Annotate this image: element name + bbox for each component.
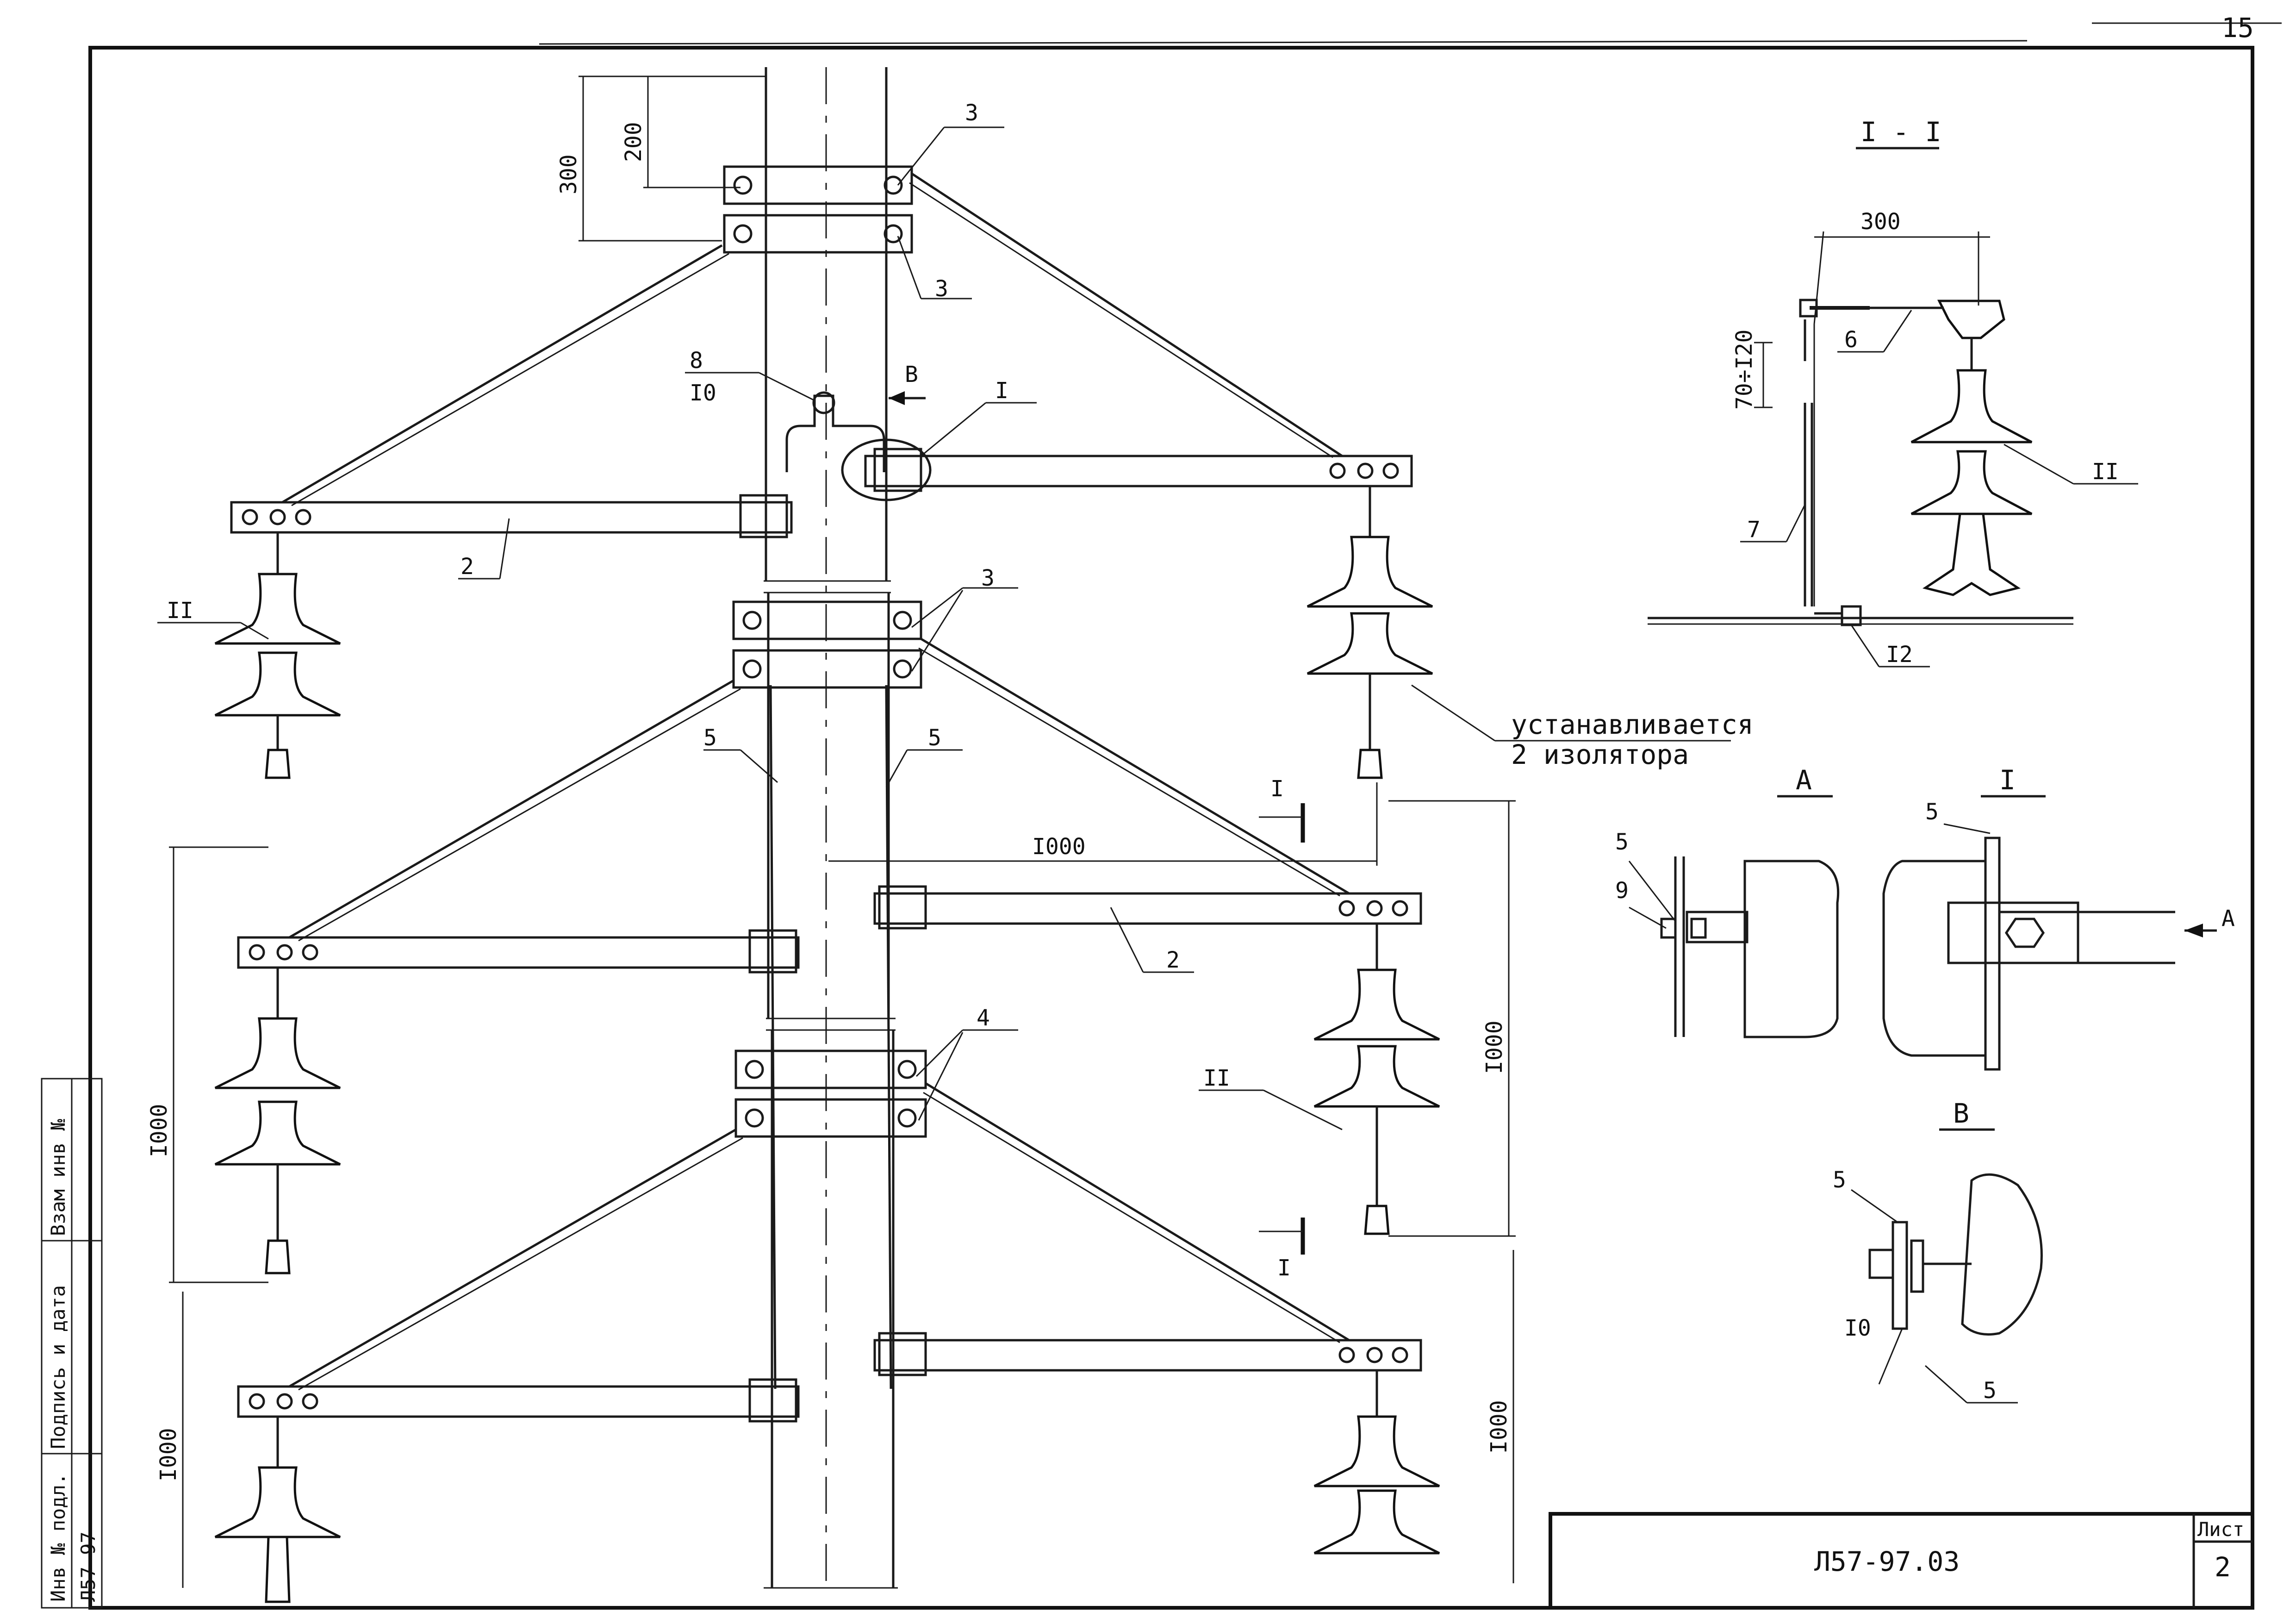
- section-callout-6: 6: [1844, 327, 1858, 353]
- sheet-frame: [88, 22, 2282, 1610]
- stamp-inv-no-value: Л57-97: [77, 1531, 100, 1602]
- section-dim-300: 300: [1860, 209, 1901, 235]
- dim-1000-left-b: I000: [156, 1428, 181, 1481]
- dimension-lines: [169, 75, 1516, 1588]
- callout-3-middle: 3: [981, 565, 995, 591]
- stamp-sign-date-label: Подпись и дата: [47, 1285, 69, 1449]
- callout-8: 8: [690, 348, 703, 374]
- stamp-inv-no-label: Инв № подл.: [47, 1473, 69, 1602]
- dim-1000-left-a: I000: [146, 1104, 172, 1157]
- callout-2-middle: 2: [1166, 947, 1180, 973]
- view-B-callout-5-top: 5: [1833, 1167, 1846, 1193]
- dim-1000-right-a: I000: [1481, 1020, 1507, 1074]
- crossarms: [230, 448, 1422, 1423]
- insulator-strings: [214, 486, 1440, 1603]
- section-dim-70-120: 70÷I20: [1731, 330, 1757, 410]
- section-mark-I-bottom: I: [1277, 1255, 1291, 1281]
- node-I-detail: [1882, 795, 2217, 1071]
- insulator-left-middle: [214, 968, 341, 1274]
- designation: Л57-97.03: [1814, 1546, 1960, 1577]
- callout-4: 4: [977, 1005, 990, 1031]
- insulator-II-right: II: [1203, 1065, 1230, 1091]
- dim-1000-right-b: I000: [1486, 1400, 1512, 1454]
- insulator-II-left: II: [167, 598, 193, 624]
- page-number: 15: [2221, 12, 2254, 44]
- section-callout-7: 7: [1747, 517, 1761, 543]
- view-B-callout-5-bottom: 5: [1983, 1378, 1997, 1404]
- view-A-callout-5: 5: [1615, 829, 1629, 855]
- callout-10: I0: [690, 380, 716, 406]
- pole-clamps: [723, 165, 927, 1138]
- view-B: [1851, 1128, 2043, 1404]
- section-mark-bottom: [1259, 1218, 1305, 1255]
- insulator-left-top: [214, 532, 341, 779]
- note-line-1: устанавливается: [1511, 709, 1754, 740]
- leader-lines: [157, 126, 1731, 1131]
- view-A: [1628, 795, 1840, 1038]
- dim-300: 300: [556, 154, 582, 194]
- view-A-title: А: [1796, 764, 1812, 796]
- view-B-label: В: [905, 362, 918, 387]
- sheet-number: 2: [2215, 1551, 2231, 1583]
- ground-wire: [769, 391, 932, 1389]
- callout-5-left: 5: [703, 725, 717, 751]
- section-I-I-title: I - I: [1860, 116, 1941, 148]
- note-line-2: 2 изолятора: [1511, 739, 1689, 770]
- insulator-right-bottom: [1313, 1370, 1440, 1555]
- insulator-right-top: [1307, 486, 1433, 779]
- callout-3-top: 3: [965, 100, 978, 126]
- insulator-right-middle: [1313, 924, 1440, 1235]
- dim-200: 200: [621, 122, 647, 162]
- section-I-I: [1648, 147, 2138, 668]
- node-I-arrow-A: А: [2221, 906, 2235, 931]
- callout-5-right: 5: [928, 725, 941, 751]
- insulator-left-bottom: [214, 1417, 341, 1603]
- view-B-title: В: [1953, 1098, 1969, 1129]
- stamp-replace-label: Взам инв №: [47, 1118, 69, 1236]
- section-callout-12: I2: [1886, 642, 1913, 668]
- view-A-callout-9: 9: [1615, 878, 1629, 904]
- node-I-label: I: [995, 378, 1008, 404]
- title-block: [1549, 1512, 2254, 1610]
- braces: [281, 172, 1350, 1391]
- pole: [764, 67, 898, 1589]
- section-mark-top: [1259, 803, 1305, 843]
- callout-3-second: 3: [935, 276, 948, 302]
- node-I-title: I: [1999, 764, 2016, 796]
- view-B-callout-10: I0: [1844, 1315, 1871, 1341]
- section-insulator-II: II: [2092, 459, 2119, 485]
- view-B-arrow: [889, 391, 926, 405]
- section-mark-I-top: I: [1270, 776, 1284, 802]
- callout-2-top: 2: [460, 554, 474, 580]
- dim-1000-horizontal: I000: [1032, 834, 1086, 860]
- sheet-label: Лист: [2197, 1518, 2244, 1541]
- side-stamp: Инв № подл. Л57-97 Подпись и дата Взам и…: [41, 1078, 103, 1609]
- node-I-callout-5: 5: [1925, 799, 1939, 825]
